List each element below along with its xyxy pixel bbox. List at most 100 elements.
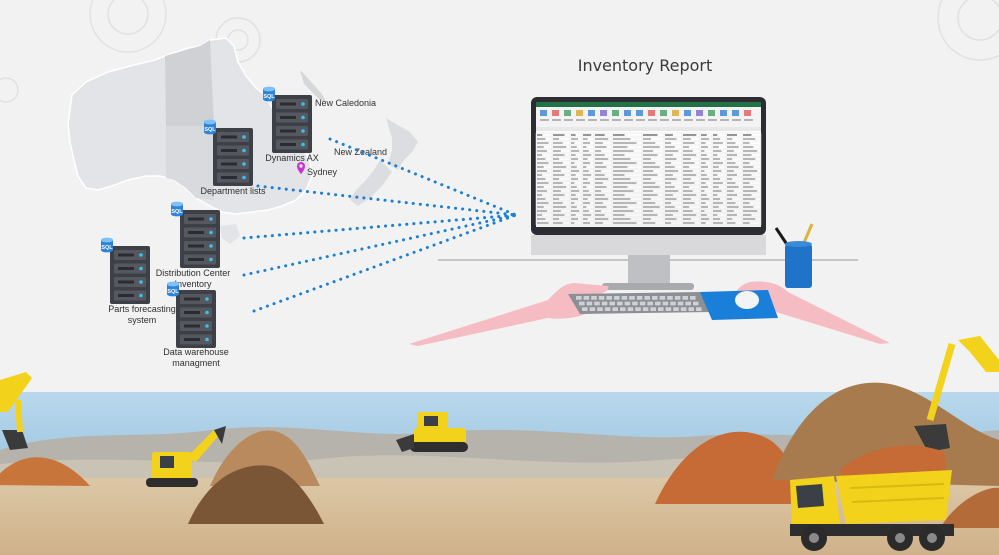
cell-text	[537, 134, 543, 136]
cell-text	[727, 182, 736, 184]
cell-text	[713, 190, 722, 192]
cell-text	[701, 186, 708, 188]
cell-text	[553, 198, 560, 200]
sql-badge-text: SQL	[263, 94, 275, 100]
excavator-icon	[0, 372, 32, 450]
key	[696, 307, 702, 311]
cell-text	[595, 206, 607, 208]
cell-text	[537, 170, 547, 172]
key	[576, 296, 582, 300]
key	[674, 296, 681, 300]
cell-text	[713, 158, 721, 160]
cell-text	[743, 166, 754, 168]
server-rack-icon	[176, 290, 216, 348]
excavator-icon	[914, 336, 999, 452]
cell-text	[665, 214, 673, 216]
sql-database-icon: SQL	[171, 201, 183, 217]
cell-text	[643, 214, 658, 216]
ribbon-icon	[576, 110, 583, 116]
ribbon-caption	[660, 119, 669, 121]
cell-text	[701, 194, 707, 196]
cell-text	[743, 146, 754, 148]
key	[583, 296, 590, 300]
cell-text	[683, 202, 695, 204]
cell-text	[643, 138, 651, 140]
key	[693, 301, 699, 306]
key	[582, 307, 588, 311]
cell-text	[713, 138, 721, 140]
cell-text	[665, 198, 677, 200]
cell-text	[727, 206, 739, 208]
ribbon-icon	[600, 110, 607, 116]
cell-text	[537, 194, 543, 196]
cell-text	[553, 146, 567, 148]
cell-text	[743, 158, 756, 160]
cell-text	[683, 194, 697, 196]
cell-text	[553, 174, 565, 176]
cell-text	[571, 214, 576, 216]
excavator-icon	[146, 426, 226, 487]
cell-text	[613, 166, 628, 168]
cell-text	[683, 166, 690, 168]
cell-text	[537, 138, 546, 140]
cell-text	[727, 150, 734, 152]
cell-text	[613, 146, 628, 148]
cell-text	[613, 202, 637, 204]
cell-text	[571, 150, 580, 152]
key	[659, 296, 666, 300]
cell-text	[701, 222, 706, 224]
cell-text	[683, 190, 693, 192]
sql-database-icon: SQL	[101, 237, 113, 253]
key	[647, 301, 653, 306]
gear-icon	[89, 0, 167, 53]
cell-text	[683, 134, 697, 136]
cell-text	[583, 218, 588, 220]
cell-text	[571, 174, 576, 176]
key	[601, 301, 608, 306]
cell-text	[613, 138, 631, 140]
cell-text	[683, 182, 695, 184]
cell-text	[571, 218, 578, 220]
cell-text	[613, 150, 634, 152]
cell-text	[701, 210, 705, 212]
cell-text	[665, 158, 677, 160]
cell-text	[743, 206, 754, 208]
cell-text	[583, 142, 590, 144]
cell-text	[643, 198, 651, 200]
cell-text	[643, 194, 658, 196]
cell-text	[665, 162, 672, 164]
gear-icon	[937, 0, 999, 61]
cell-text	[743, 214, 752, 216]
cell-text	[583, 162, 590, 164]
dirt-mound-right	[655, 431, 806, 504]
cell-text	[583, 206, 587, 208]
monitor-base	[602, 283, 694, 290]
cell-text	[743, 162, 750, 164]
northern-territory-region	[165, 40, 214, 126]
cell-text	[553, 190, 561, 192]
cell-text	[613, 174, 625, 176]
cell-text	[583, 194, 592, 196]
cell-text	[571, 158, 578, 160]
cell-text	[571, 154, 576, 156]
key	[688, 307, 694, 311]
ribbon-caption	[636, 119, 645, 121]
cell-text	[713, 218, 721, 220]
cell-text	[713, 174, 718, 176]
cell-text	[583, 182, 590, 184]
sql-badge-text: SQL	[171, 209, 183, 215]
key	[650, 307, 656, 311]
cell-text	[701, 162, 706, 164]
cell-text	[595, 174, 605, 176]
cell-text	[571, 190, 580, 192]
cell-text	[701, 138, 710, 140]
cell-text	[701, 206, 708, 208]
key	[604, 307, 611, 311]
cell-text	[553, 206, 567, 208]
